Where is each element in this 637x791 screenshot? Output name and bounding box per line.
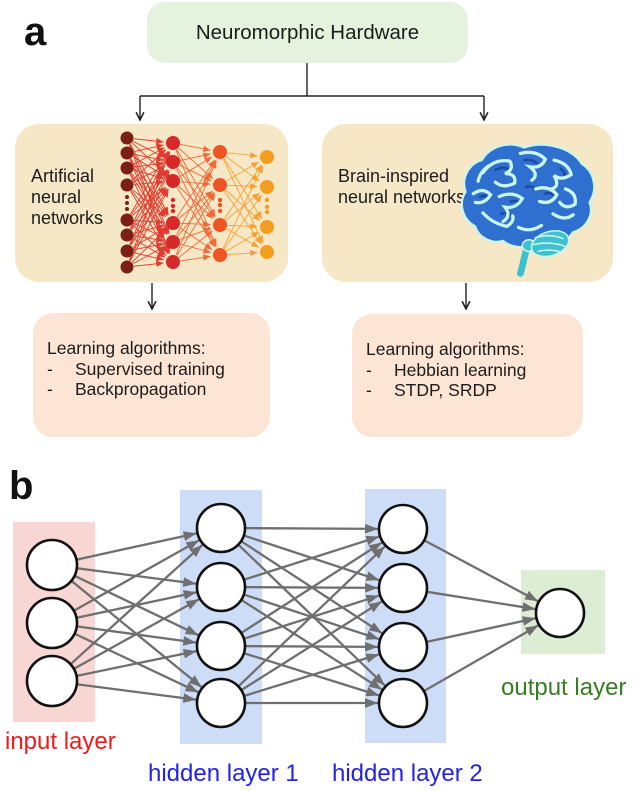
- right-learning-algorithms-box: Learning algorithms: - Hebbian learning …: [352, 314, 583, 437]
- list-dash: -: [366, 380, 372, 400]
- artificial-nn-text: Artificial neural networks: [31, 166, 104, 228]
- brain-inspired-nn-box: Brain-inspired neural networks: [322, 124, 613, 282]
- left-algo-heading: Learning algorithms:: [47, 338, 206, 358]
- list-item: - STDP, SRDP: [366, 380, 575, 401]
- left-algo-item-2: Backpropagation: [75, 379, 207, 399]
- fork-connector-lines: [140, 63, 484, 120]
- neural-network-diagram: [13, 489, 605, 744]
- hidden-layer-2-label: hidden layer 2: [332, 760, 483, 787]
- list-item: - Supervised training: [47, 359, 262, 380]
- brain-inspired-nn-text: Brain-inspired neural networks: [338, 166, 466, 207]
- neuromorphic-hardware-box: Neuromorphic Hardware: [147, 2, 468, 63]
- input-layer-label: input layer: [5, 728, 116, 755]
- left-learning-algorithms-box: Learning algorithms: - Supervised traini…: [33, 313, 270, 437]
- artificial-nn-box: Artificial neural networks: [15, 124, 288, 282]
- list-item: - Backpropagation: [47, 379, 262, 400]
- downward-arrows: [152, 283, 466, 309]
- right-algo-heading: Learning algorithms:: [366, 339, 525, 359]
- list-dash: -: [47, 379, 53, 399]
- output-layer-label: output layer: [501, 674, 627, 701]
- panel-b-label: b: [9, 464, 34, 508]
- right-algo-item-1: Hebbian learning: [394, 359, 527, 380]
- left-algo-item-1: Supervised training: [75, 358, 225, 379]
- panel-a-label: a: [24, 10, 47, 54]
- list-dash: -: [47, 358, 53, 379]
- right-algo-item-2: STDP, SRDP: [394, 380, 497, 400]
- list-item: - Hebbian learning: [366, 360, 575, 381]
- list-dash: -: [366, 359, 372, 380]
- root-box-text: Neuromorphic Hardware: [195, 20, 420, 44]
- hidden-layer-1-label: hidden layer 1: [148, 760, 299, 787]
